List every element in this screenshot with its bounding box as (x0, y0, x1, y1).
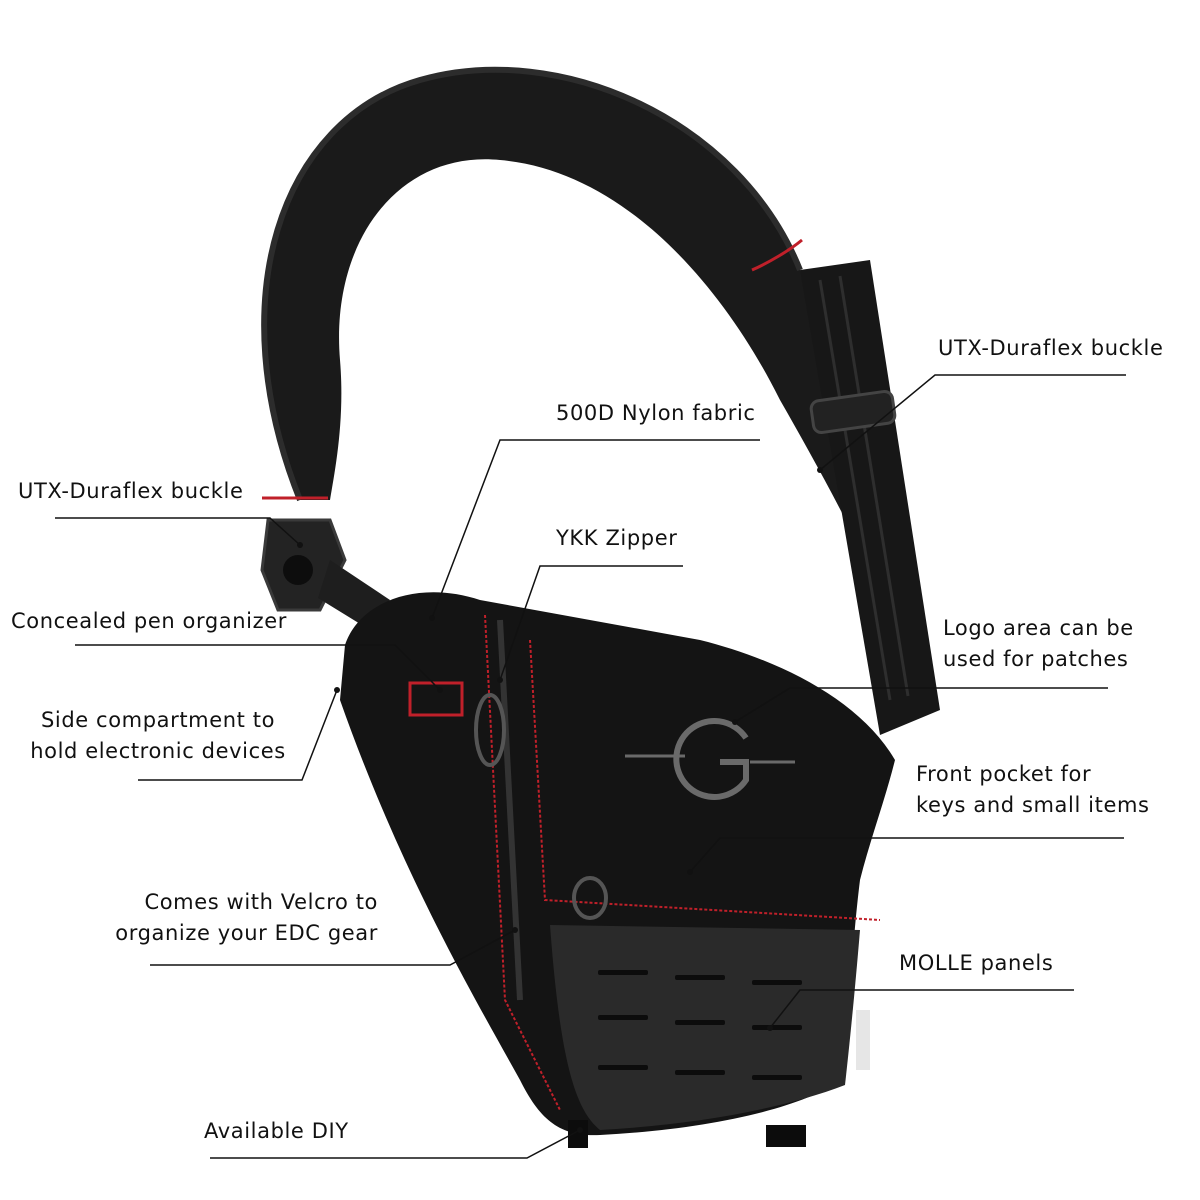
webbing-texture-2 (838, 275, 910, 697)
brand-tag (856, 1010, 870, 1070)
callout-velcro-line1: Comes with Velcro to (144, 890, 378, 914)
right-buckle (809, 389, 897, 435)
callout-logo-area-line2: used for patches (943, 647, 1129, 671)
callout-utx-buckle-right: UTX-Duraflex buckle (938, 336, 1164, 360)
callout-pen-organizer: Concealed pen organizer (11, 609, 287, 633)
shoulder-strap (264, 69, 900, 640)
pen-organizer-patch (408, 681, 464, 717)
callout-side-compartment: Side compartment to hold electronic devi… (22, 705, 294, 767)
callout-velcro: Comes with Velcro to organize your EDC g… (104, 887, 378, 949)
bottom-tab-left (568, 1120, 588, 1148)
zipper-pull-ring (474, 693, 506, 767)
callout-ykk-zipper: YKK Zipper (556, 526, 678, 550)
zipper-stitching (484, 614, 561, 1111)
strap-stitching-red-2 (751, 238, 803, 272)
callout-velcro-line2: organize your EDC gear (115, 921, 378, 945)
webbing-strap (800, 260, 940, 735)
strap-padding-edge (261, 66, 803, 502)
callout-utx-buckle-left: UTX-Duraflex buckle (18, 479, 244, 503)
callout-front-pocket-line1: Front pocket for (916, 762, 1092, 786)
molle-panel (550, 925, 860, 1130)
callout-molle-panels: MOLLE panels (899, 951, 1054, 975)
bottom-tab-right (766, 1125, 806, 1147)
callout-available-diy: Available DIY (204, 1119, 349, 1143)
callout-logo-area-line1: Logo area can be (943, 616, 1134, 640)
zipper-track (497, 619, 523, 1001)
callout-side-compartment-line2: hold electronic devices (30, 739, 286, 763)
callout-side-compartment-line1: Side compartment to (40, 708, 276, 732)
callout-front-pocket: Front pocket for keys and small items (916, 759, 1150, 821)
callout-nylon-fabric: 500D Nylon fabric (556, 401, 756, 425)
g-logo (625, 718, 795, 800)
leader-lines (55, 374, 1126, 1159)
pocket-d-ring (572, 876, 608, 920)
webbing-texture-1 (818, 279, 892, 701)
pocket-stitching (529, 639, 881, 921)
callout-logo-area: Logo area can be used for patches (943, 613, 1134, 675)
leader-dots (297, 467, 823, 1133)
callout-front-pocket-line2: keys and small items (916, 793, 1150, 817)
molle-slots (598, 970, 802, 1080)
